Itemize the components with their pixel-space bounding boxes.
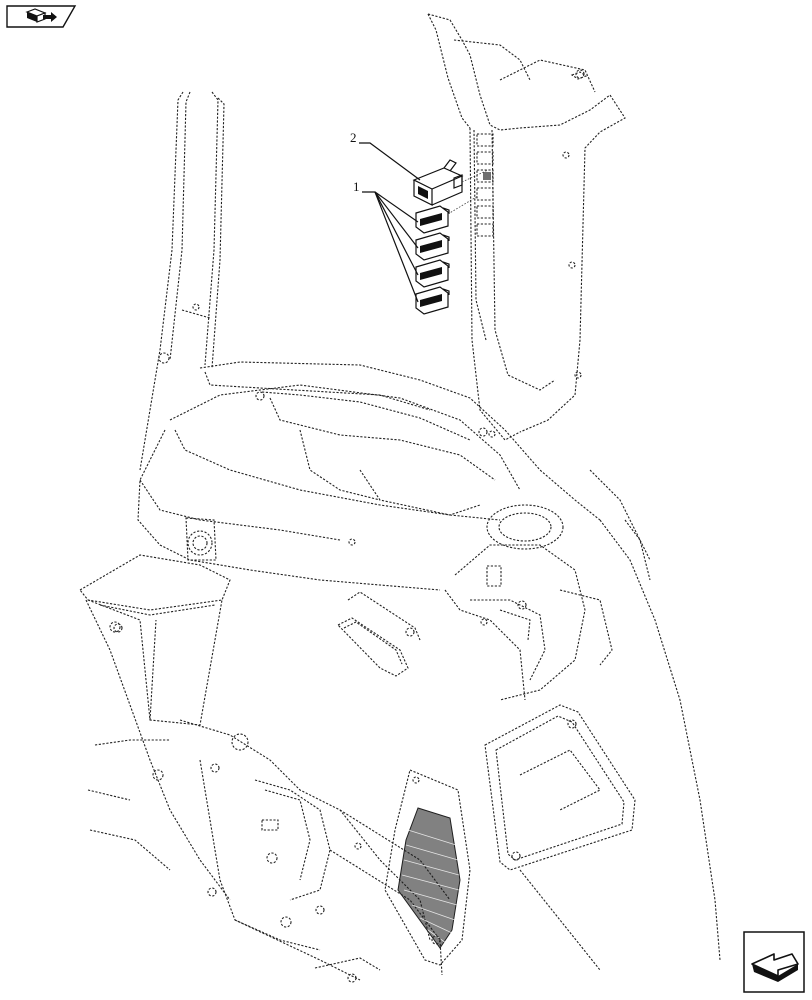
- previous-section-tab[interactable]: [5, 4, 77, 29]
- next-page-arrow-icon: [751, 953, 799, 982]
- book-arrow-icon: [25, 8, 57, 23]
- rear-latch-bracket: [444, 504, 651, 701]
- rear-console-body: [137, 361, 601, 591]
- grab-handle: [113, 591, 421, 677]
- cab-pillar-left: [139, 91, 225, 471]
- side-cover-panel: [484, 704, 636, 871]
- blank-plug-1: [415, 205, 450, 234]
- blank-plug-2: [415, 232, 450, 261]
- left-storage-bin: [79, 554, 231, 901]
- blank-plug-4: [415, 286, 450, 315]
- speaker-grille: [384, 769, 471, 966]
- callout-label-2: 2: [350, 130, 357, 145]
- pillar-trim-switch-panel: [427, 13, 626, 441]
- rocker-switch-part-2: [412, 159, 464, 206]
- leader-lines: [359, 142, 421, 303]
- next-page-button[interactable]: [742, 930, 806, 994]
- assembly-line: [447, 195, 479, 215]
- right-shell: [519, 469, 721, 971]
- callout-label-1: 1: [353, 179, 360, 194]
- blank-plug-3: [415, 259, 450, 288]
